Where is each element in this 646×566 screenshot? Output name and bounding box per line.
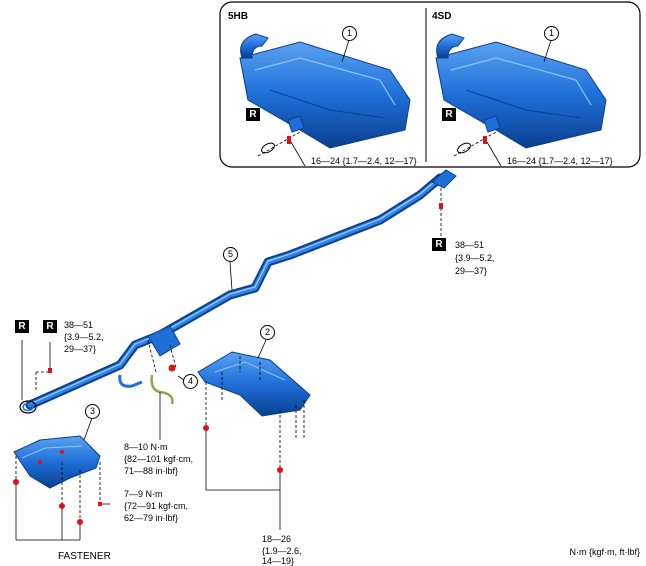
cover-left-fastener-1 [13,479,19,485]
torque-front-flange-2: {3.9—5.2, [64,332,104,342]
torque-rear-flange-2: {3.9—5.2, [455,253,495,263]
torque-front-flange-1: 38—51 [64,320,94,330]
callout-1-4sd: 1 [544,26,559,41]
gasket-4sd [457,142,471,154]
gasket-5hb [261,142,275,154]
sensor [150,364,176,440]
variant-4sd-label: 4SD [432,11,452,22]
bolt-4sd [483,136,487,144]
torque-sensor-1: 8—10 N·m [124,442,168,452]
torque-5hb: 16—24 {1.7—2.4, 12—17} [311,156,417,166]
cover-right-fastener-2 [277,467,283,473]
cover-left-bolt [98,502,102,506]
torque-sensor-2: {82—101 kgf·cm, [124,454,194,464]
torque-cover-right-2: {1.9—2.6, [262,546,302,556]
torque-cover-left-2: {72—91 kgf·cm, [124,501,189,511]
torque-cover-right-1: 18—26 [262,534,292,544]
exhaust-pipe [25,169,457,410]
replace-marker-rear-flange: R [432,238,446,251]
callout-4: 4 [183,374,198,389]
under-cover-left [13,435,101,489]
torque-4sd: 16—24 {1.7—2.4, 12—17} [507,156,613,166]
muffler-5hb [239,33,411,149]
front-gasket [19,400,37,414]
replace-marker-4sd: R [442,108,456,121]
torque-cover-right-3: 14—19} [262,556,295,566]
torque-sensor-3: 71—88 in·lbf} [124,466,179,476]
callout-3: 3 [85,404,100,419]
muffler-4sd [435,33,607,149]
replace-marker-front-gasket: R [15,320,29,333]
bolt-5hb [287,136,291,144]
cover-right-fastener-1 [203,425,209,431]
callout-5: 5 [223,247,238,262]
torque-cover-left-3: 62—79 in·lbf} [124,513,179,523]
torque-cover-left-1: 7—9 N·m [124,489,163,499]
replace-marker-front-nut: R [43,320,57,333]
torque-rear-flange-3: 29—37} [455,266,488,276]
callout-2: 2 [260,325,275,340]
variant-5hb-label: 5HB [228,11,249,22]
rear-flange-bolt [439,203,443,209]
cover-left-fastener-3 [77,519,83,525]
cover-left-fastener-2 [59,503,65,509]
under-cover-right [197,351,311,417]
front-nut [48,368,52,373]
torque-rear-flange-1: 38—51 [455,240,485,250]
torque-front-flange-3: 29—37} [64,344,97,354]
callout-1-5hb: 1 [342,26,357,41]
units-legend: N·m {kgf·m, ft·lbf} [569,547,640,557]
fastener-label: FASTENER [58,551,111,562]
replace-marker-5hb: R [246,108,260,121]
